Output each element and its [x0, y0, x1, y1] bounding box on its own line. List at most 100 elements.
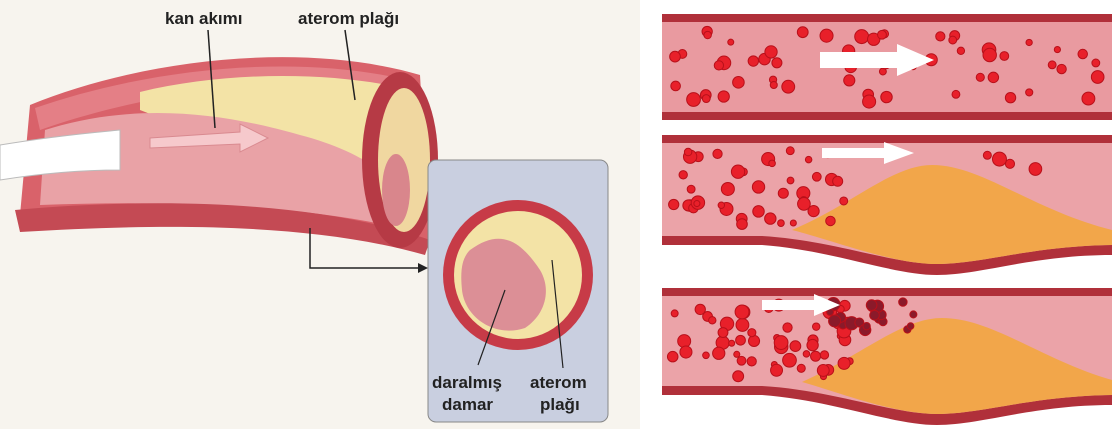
blood-cell — [733, 77, 745, 89]
blood-cell — [803, 351, 810, 358]
blood-cell — [667, 351, 678, 362]
blood-cell — [910, 311, 917, 318]
blood-cell — [1029, 163, 1042, 176]
blood-cell — [840, 197, 848, 205]
blood-cell — [718, 328, 728, 338]
blood-cell — [703, 352, 710, 359]
blood-cell — [748, 329, 756, 337]
blood-cell — [1026, 39, 1032, 45]
blood-cell — [687, 185, 695, 193]
vessel-healthy — [662, 14, 1112, 120]
blood-cell — [702, 95, 710, 103]
blood-cell — [863, 95, 876, 108]
blood-cell — [833, 176, 843, 186]
blood-cell — [812, 172, 821, 181]
blood-cell — [798, 198, 811, 211]
blood-cell — [807, 339, 818, 350]
blood-cell — [737, 219, 748, 230]
blood-cell — [786, 147, 794, 155]
blood-cell — [694, 201, 700, 207]
vessel-plaque — [662, 135, 1112, 275]
blood-cell — [899, 298, 907, 306]
blood-cell — [988, 72, 998, 82]
blood-cell — [671, 81, 681, 91]
blood-cell — [797, 364, 805, 372]
blood-cell — [736, 335, 746, 345]
blood-cell — [765, 46, 777, 58]
blood-cell — [729, 340, 735, 346]
blood-cell — [1026, 89, 1033, 96]
inset-connector-arrowhead — [418, 263, 428, 273]
blood-cell — [737, 356, 746, 365]
blood-cell — [680, 346, 692, 358]
blood-cell — [769, 160, 776, 167]
blood-cell — [735, 305, 749, 319]
blood-cell — [687, 93, 701, 107]
label-narrowed-line1: daralmış — [432, 373, 502, 392]
blood-cell — [714, 61, 723, 70]
blood-cell — [736, 319, 749, 332]
blood-cell — [783, 353, 797, 367]
blood-cell — [838, 357, 850, 369]
blood-cell — [805, 156, 812, 163]
blood-cell — [684, 148, 692, 156]
blood-cell — [771, 364, 783, 376]
blood-cell — [713, 347, 725, 359]
blood-cell — [770, 81, 777, 88]
blood-cell — [813, 323, 820, 330]
blood-cell — [774, 336, 788, 350]
blood-cell — [747, 357, 756, 366]
blood-cell — [778, 188, 788, 198]
blood-cell — [718, 91, 729, 102]
blood-cell — [936, 32, 945, 41]
blood-cell — [728, 39, 734, 45]
blood-cell — [817, 365, 829, 377]
blood-cell — [907, 323, 914, 330]
blood-cell — [870, 310, 880, 320]
blood-cell — [1092, 59, 1100, 67]
cross-section-panel: kan akımı aterom plağı daralmış damar at… — [0, 0, 640, 429]
blood-cell — [826, 216, 836, 226]
blood-cell — [1054, 46, 1060, 52]
label-plaque-top: aterom plağı — [298, 9, 399, 28]
blood-cell — [878, 30, 887, 39]
label-blood-flow: kan akımı — [165, 9, 243, 28]
blood-cell — [881, 91, 892, 102]
blood-cell — [752, 181, 764, 193]
artery-progression-illustration — [652, 0, 1114, 429]
blood-cell — [753, 206, 764, 217]
blood-cell — [787, 177, 794, 184]
blood-cell — [721, 182, 734, 195]
blood-cell — [678, 335, 691, 348]
blood-cell — [1078, 49, 1088, 59]
blood-cell — [748, 335, 759, 346]
blood-cell — [863, 323, 870, 330]
blood-cell — [790, 341, 801, 352]
blood-cell — [866, 300, 877, 311]
label-inset-plaque-line1: aterom — [530, 373, 587, 392]
vessel-clot — [662, 288, 1112, 425]
blood-cell — [679, 171, 687, 179]
blood-cell — [1048, 61, 1056, 69]
label-narrowed-line2: damar — [442, 395, 493, 414]
blood-cell — [713, 149, 722, 158]
blood-cell — [820, 351, 828, 359]
blood-cell — [734, 351, 740, 357]
progression-panel — [652, 0, 1114, 429]
blood-cell — [782, 80, 795, 93]
blood-cell — [820, 29, 833, 42]
blood-cell — [704, 31, 711, 38]
blood-cell — [844, 75, 855, 86]
blood-cell — [718, 202, 724, 208]
blood-cell — [709, 317, 716, 324]
blood-cell — [952, 90, 960, 98]
blood-cell — [992, 152, 1006, 166]
blood-cell — [790, 220, 796, 226]
blood-cell — [1005, 93, 1015, 103]
blood-cell — [748, 56, 758, 66]
blood-cell — [1082, 92, 1095, 105]
blood-cell — [731, 165, 744, 178]
blood-cell — [1091, 71, 1104, 84]
blood-cell — [783, 323, 792, 332]
blood-cell — [855, 30, 869, 44]
